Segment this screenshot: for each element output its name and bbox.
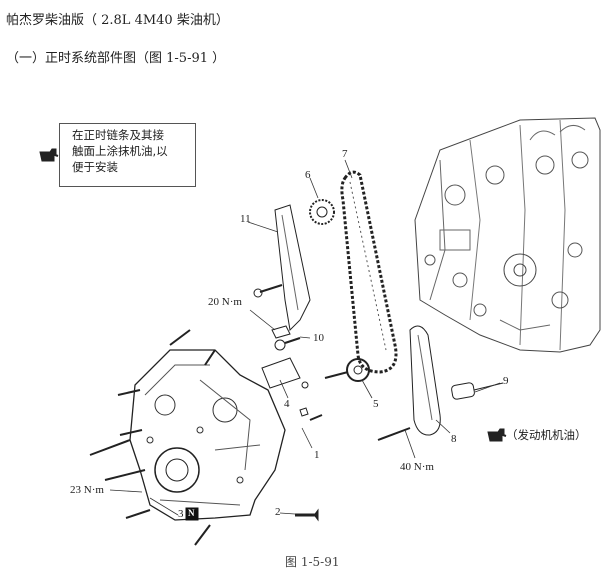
note-line-3: 便于安装 [72, 160, 118, 174]
timing-chain [340, 170, 398, 374]
chain-guide-11 [253, 204, 311, 332]
callout-9: 9 [503, 375, 509, 387]
crank-sprocket-5 [324, 358, 370, 382]
callout-2: 2 [275, 506, 281, 518]
engine-block-drawing [414, 117, 601, 353]
oil-can-icon [39, 148, 59, 162]
engine-oil-icon [487, 428, 507, 442]
callout-10: 10 [313, 332, 324, 344]
engine-oil-label: （发动机机油） [506, 428, 587, 442]
idler-assembly [261, 325, 309, 417]
callout-3: 3 [178, 508, 184, 520]
chain-tensioner-9 [451, 382, 504, 400]
tensioner-arm-8 [409, 325, 441, 436]
callout-8: 8 [451, 433, 457, 445]
page-title: 帕杰罗柴油版（ 2.8L 4M40 柴油机） [6, 13, 229, 28]
callout-5: 5 [373, 398, 379, 410]
camshaft-sprocket [309, 199, 335, 225]
leader-lines [109, 159, 501, 516]
callout-7: 7 [342, 148, 348, 160]
callout-11: 11 [240, 213, 251, 225]
new-part-badge [185, 507, 199, 521]
callout-1: 1 [314, 449, 320, 461]
oil-seal-applicator [295, 508, 319, 522]
torque-40: 40 N·m [400, 461, 434, 473]
lubrication-note-box: 在正时链条及其接 触面上涂抹机油,以 便于安装 [59, 123, 196, 187]
callout-6: 6 [305, 169, 311, 181]
note-line-1: 在正时链条及其接 [72, 128, 164, 142]
figure-caption: 图 1-5-91 [285, 555, 340, 569]
callout-4: 4 [284, 398, 290, 410]
bolts [89, 329, 411, 546]
callout-3-badge: N [188, 508, 195, 518]
torque-20: 20 N·m [208, 296, 242, 308]
torque-23: 23 N·m [70, 484, 104, 496]
figure-subtitle: （一）正时系统部件图（图 1-5-91 ） [6, 51, 226, 66]
timing-case-cover [129, 349, 286, 521]
note-line-2: 触面上涂抹机油,以 [72, 144, 168, 158]
